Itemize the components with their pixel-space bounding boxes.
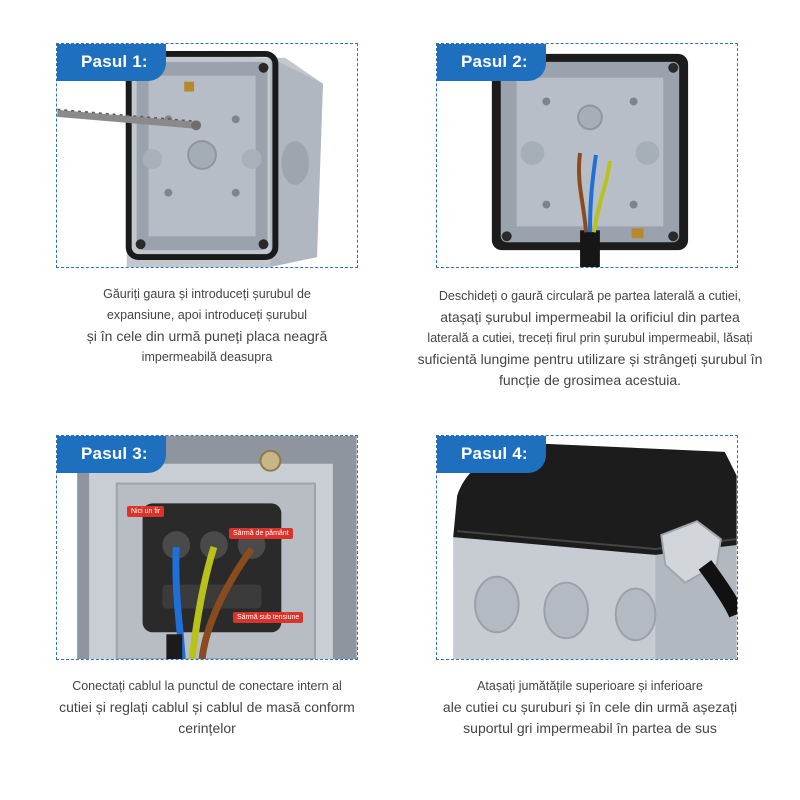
step-4-caption: Atașați jumătățile superioare și inferio… <box>400 676 780 739</box>
wire-label-ground: Sârmă de pământ <box>229 528 293 539</box>
step-1-illustration <box>57 50 323 267</box>
step-1-caption-line-2: expansiune, apoi introduceți șurubul <box>106 308 308 322</box>
step-1-caption: Găuriți gaura și introduceți șurubul de … <box>17 284 397 368</box>
step-2-caption-line-2: atașați șurubul impermeabil la orificiul… <box>440 309 740 325</box>
step-1-caption-line-1: Găuriți gaura și introduceți șurubul de <box>103 287 311 301</box>
step-3-badge: Pasul 3: <box>57 436 166 473</box>
step-1-caption-line-3: și în cele din urmă puneți placa neagră <box>86 328 328 344</box>
step-4-caption-line-2: ale cutiei cu șuruburi și în cele din ur… <box>442 699 738 715</box>
step-4-panel: Pasul 4: <box>436 435 738 660</box>
step-2-caption-line-1: Deschideți o gaură circulară pe partea l… <box>438 289 742 303</box>
step-2-caption: Deschideți o gaură circulară pe partea l… <box>400 286 780 391</box>
step-3-caption-line-3: cerințelor <box>178 720 236 736</box>
step-2-panel: Pasul 2: <box>436 43 738 268</box>
step-2-caption-line-5: funcție de grosimea acestuia. <box>498 372 682 388</box>
step-1-badge: Pasul 1: <box>57 44 166 81</box>
wire-label-live: Sârmă sub tensiune <box>233 612 304 623</box>
step-3-caption: Conectați cablul la punctul de conectare… <box>17 676 397 739</box>
step-3-illustration <box>77 436 357 659</box>
step-1-panel: Pasul 1: <box>56 43 358 268</box>
step-2-illustration <box>491 53 689 267</box>
step-2-caption-line-3: laterală a cutiei, treceți firul prin șu… <box>427 331 753 345</box>
step-4-caption-line-3: suportul gri impermeabil în partea de su… <box>463 720 717 736</box>
step-4-caption-line-1: Atașați jumătățile superioare și inferio… <box>477 679 703 693</box>
step-1-caption-line-4: impermeabilă deasupra <box>141 350 273 364</box>
step-2-badge: Pasul 2: <box>437 44 546 81</box>
step-3-caption-line-2: cutiei și reglați cablul și cablul de ma… <box>59 699 355 715</box>
wire-label-no-wire: Nici un fir <box>127 506 165 517</box>
step-4-badge: Pasul 4: <box>437 436 546 473</box>
step-3-caption-line-1: Conectați cablul la punctul de conectare… <box>72 679 342 693</box>
step-3-panel: Pasul 3: Nici un fir Sârmă de pământ Sâr… <box>56 435 358 660</box>
step-2-caption-line-4: suficientă lungime pentru utilizare și s… <box>417 351 763 367</box>
